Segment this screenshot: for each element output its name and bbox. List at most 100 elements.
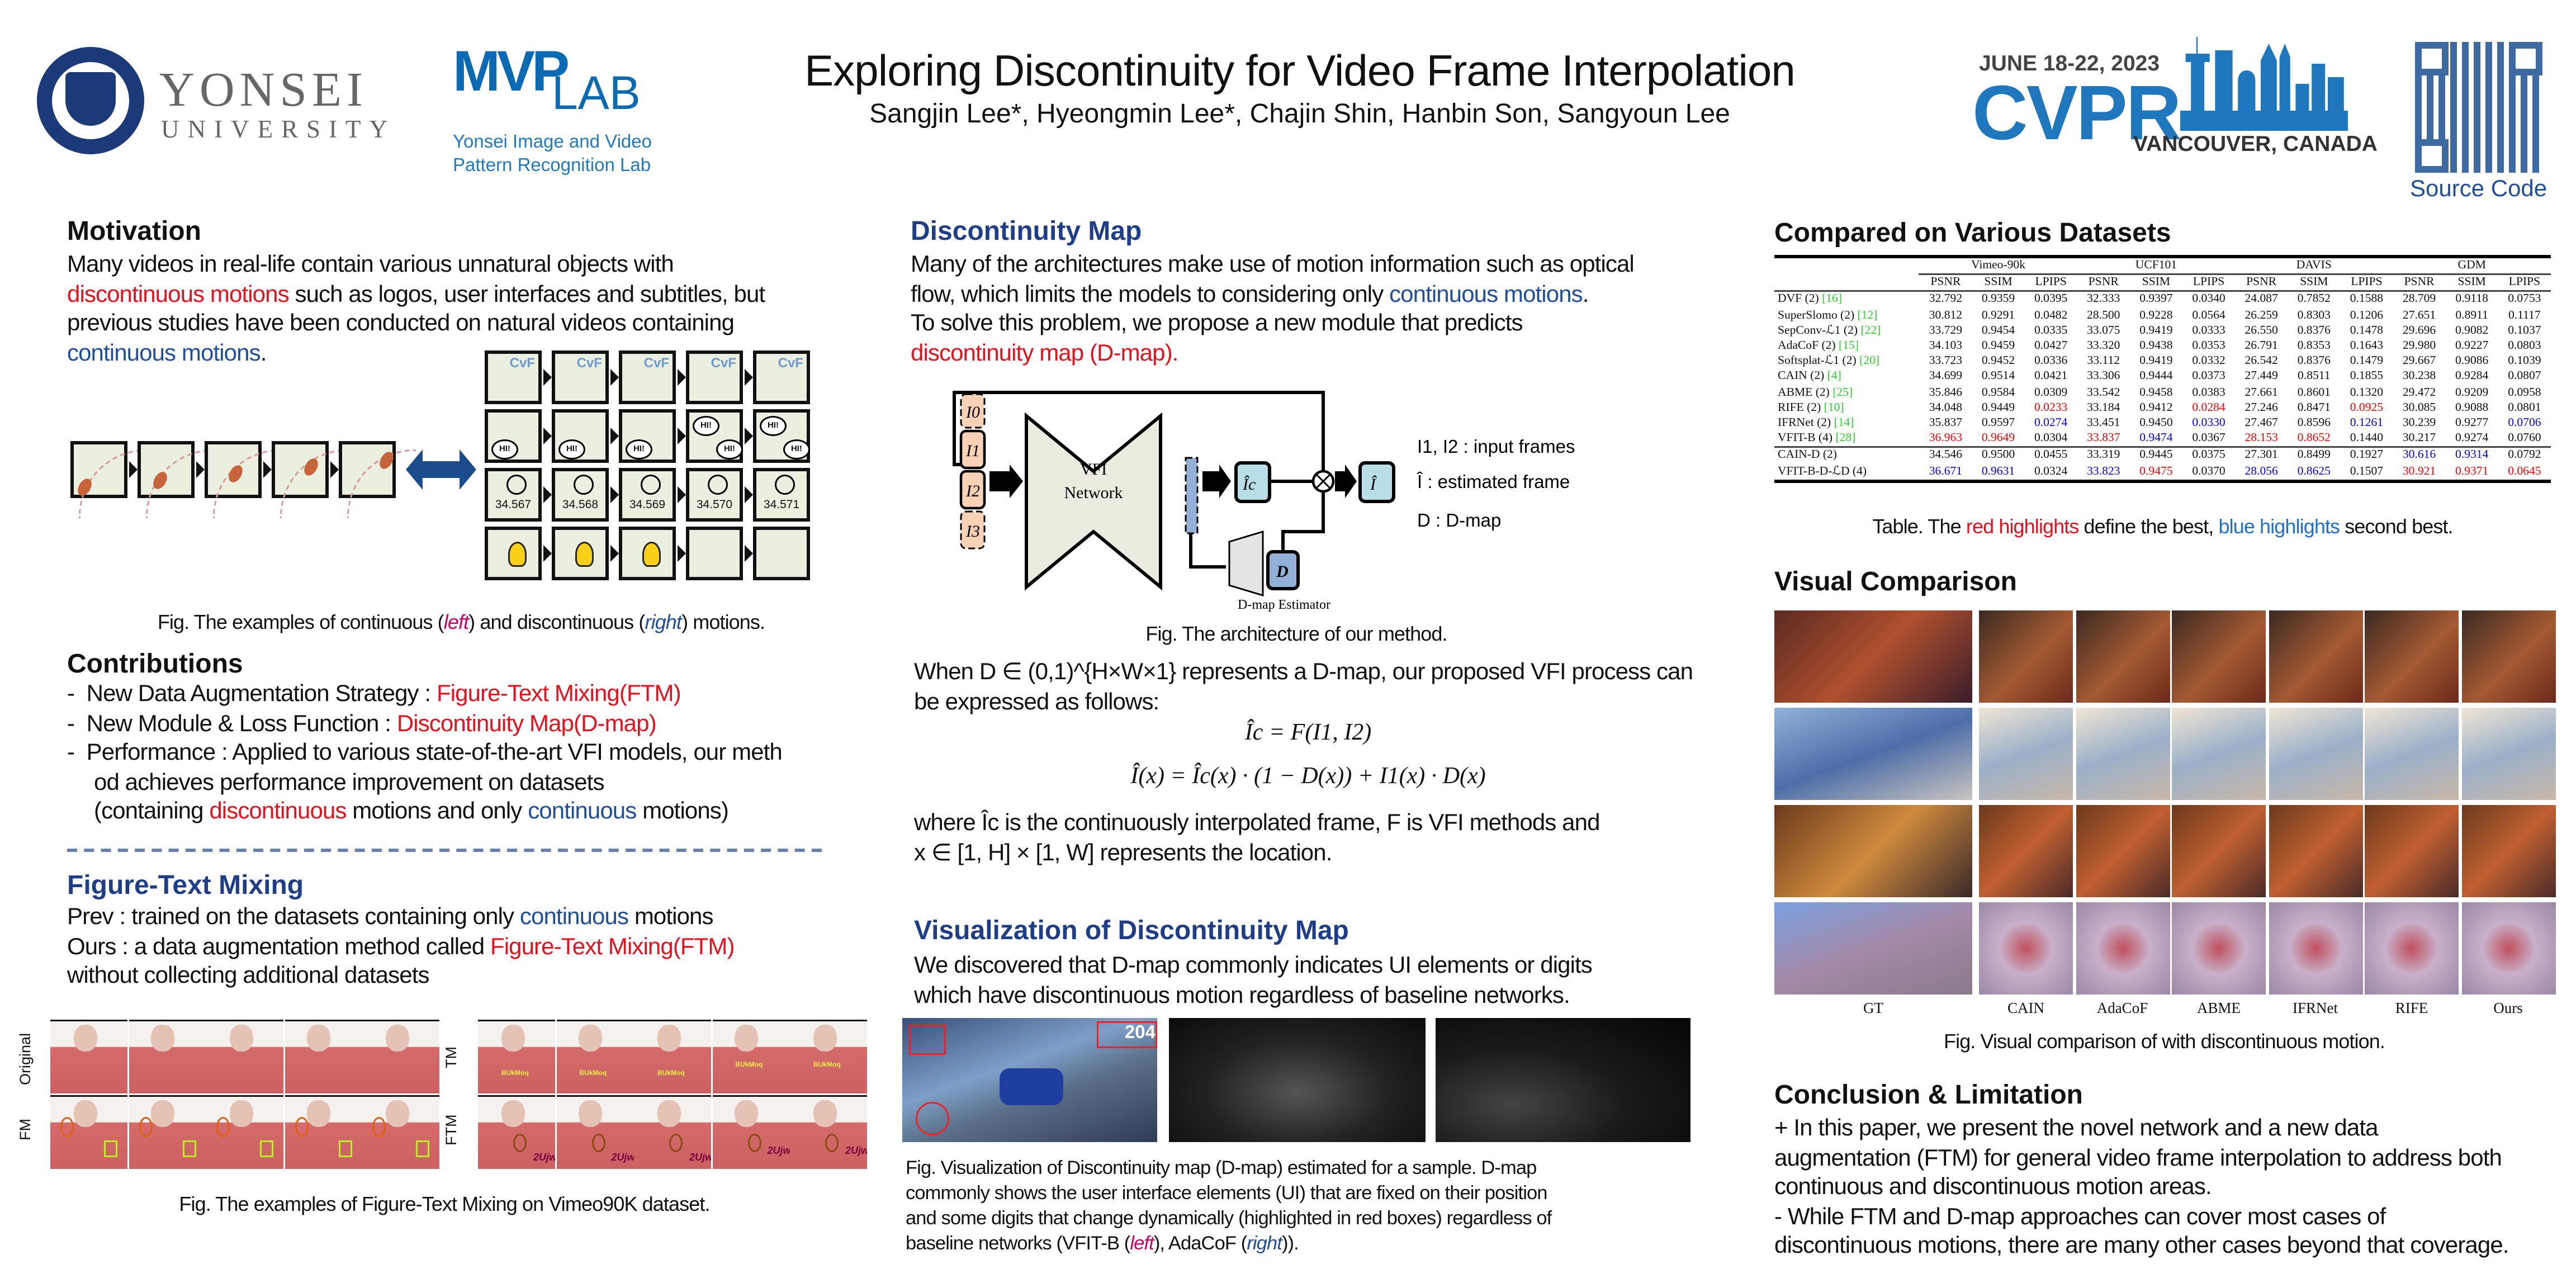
arrow-icon (543, 486, 552, 503)
legend-estimated-frame: Î : estimated frame (1417, 471, 1570, 492)
table-cell: 24.087 (2244, 292, 2278, 306)
table-cell: 0.0706 (2508, 416, 2541, 430)
table-cell: 0.8303 (2297, 307, 2331, 321)
table-cell: 0.0807 (2508, 370, 2541, 383)
video-frame-ftm: 2Ujwl (634, 1095, 711, 1169)
dmap-estimator-block (1228, 530, 1264, 597)
ftm-text: Prev : trained on the datasets containin… (67, 902, 872, 991)
speed-readout: 204 (1097, 1021, 1157, 1048)
output-box (1358, 461, 1395, 503)
text: New Data Augmentation Strategy : (86, 679, 437, 706)
discontinuous-frame: CvF (619, 351, 676, 404)
method-crop-image (2268, 610, 2362, 703)
table-cell: 28.056 (2244, 463, 2278, 477)
row-label-fm: FM (17, 1119, 34, 1142)
method-label: Softsplat-ℒ1 (2) (1778, 354, 1860, 368)
table-cell: 0.9082 (2455, 323, 2489, 337)
method-label: ABME (2) (1778, 385, 1833, 399)
method-name: VFIT-B-D-ℒD (4) (1774, 464, 1919, 481)
highlight-red: Discontinuity Map(D-map) (396, 708, 657, 736)
text: red highlights (1966, 515, 2079, 538)
ftm-line: Ours : a data augmentation method called… (67, 932, 872, 962)
table-cell: 0.0336 (2034, 354, 2068, 368)
table-cell: 0.8625 (2297, 463, 2331, 477)
mvp-lab-description: Yonsei Image and Video Pattern Recogniti… (453, 131, 652, 178)
table-cell: 0.8376 (2297, 354, 2331, 368)
text: )). (1281, 1234, 1299, 1254)
row-label-original: Original (17, 1032, 34, 1085)
text: be expressed as follows: (914, 686, 1159, 714)
discontinuous-frame: 34.569 (619, 468, 676, 522)
method-name: ABME (2) [25] (1774, 385, 1919, 401)
video-frame-fm (284, 1095, 362, 1169)
mvp-desc-line1: Yonsei Image and Video (453, 132, 652, 153)
text: We discovered that D-map commonly indica… (914, 951, 1593, 978)
text: where Îc is the continuously interpolate… (914, 808, 1600, 835)
source-code-link[interactable]: Source Code (2410, 174, 2547, 201)
method-name: AdaCoF (2) [15] (1774, 339, 1919, 354)
table-cell: 0.0760 (2508, 431, 2541, 445)
text: define the best, (2078, 515, 2219, 538)
table-cell: 36.671 (1929, 463, 1963, 477)
text: blue highlights (2218, 515, 2340, 538)
text: . (1582, 279, 1589, 306)
column-label: AdaCoF (2096, 1000, 2148, 1016)
citation-ref: [12] (1857, 307, 1878, 321)
table-cell: 0.0395 (2034, 292, 2068, 306)
table-cell: 0.1206 (2350, 307, 2384, 321)
circle-figure (216, 1117, 230, 1137)
table-cell: 0.8911 (2455, 307, 2488, 321)
arrow-icon (678, 486, 686, 503)
frame-i0-label: I0 (965, 403, 980, 422)
method-crop-image (2461, 902, 2555, 995)
qr-code-icon[interactable] (2415, 42, 2542, 173)
dmap-vfitb-image (1169, 1018, 1426, 1142)
metric-header: SSIM (2300, 275, 2328, 289)
network-label: VFI (1080, 460, 1107, 479)
output-label: Î (1370, 475, 1377, 494)
speech-bubble-icon: HI! (491, 439, 518, 460)
cvf-logo: CvF (576, 356, 602, 371)
table-cell: 0.9649 (1981, 431, 2015, 445)
arrow-icon (678, 428, 686, 444)
arrow-icon (989, 465, 1023, 498)
highlight-blue: continuous motions (67, 338, 261, 365)
row-label-ftm: FTM (443, 1115, 460, 1146)
video-frame-ftm: 2Ujwl (556, 1095, 633, 1169)
table-cell: 0.0335 (2034, 323, 2068, 337)
arrow-icon (543, 545, 552, 562)
highlight-circle (916, 1102, 949, 1135)
table-cell: 0.9086 (2455, 354, 2489, 368)
overlay-text: 2Ujwl (767, 1147, 789, 1157)
video-frame-ftm: 2Ujwl (478, 1095, 555, 1169)
table-cell: 29.667 (2402, 354, 2436, 368)
metric-header: LPIPS (2193, 275, 2225, 289)
circle-figure (372, 1117, 386, 1137)
text: ) motions. (681, 610, 765, 634)
equation-1: Îc = F(I1, I2) (1244, 721, 1372, 746)
cvf-logo: CvF (711, 356, 736, 371)
video-frame-fm (50, 1095, 127, 1169)
authors: Sangjin Lee*, Hyeongmin Lee*, Chajin Shi… (869, 101, 1730, 129)
table-cell: 0.9597 (1981, 416, 2015, 430)
method-crop-image (2365, 805, 2459, 897)
empty-header (1774, 257, 1919, 274)
table-cell: 0.0340 (2192, 292, 2225, 306)
mvp-logo-lab: LAB (552, 67, 641, 119)
table-cell: 0.9475 (2139, 463, 2173, 477)
table-cell: 34.048 (1929, 400, 1963, 414)
table-cell: 0.0274 (2034, 416, 2068, 430)
overlay-text: 2Ujwl (689, 1154, 711, 1164)
clock-value: 34.567 (495, 500, 532, 512)
table-cell: 0.1039 (2508, 354, 2541, 368)
table-cell: 33.075 (2087, 323, 2120, 337)
table-cell: 0.1588 (2350, 292, 2384, 306)
video-frame-tm: BUkMoq (634, 1020, 711, 1093)
cvpr-logo: CVPR (1972, 69, 2181, 156)
table-cell: 0.9371 (2455, 463, 2489, 477)
discontinuous-frame (552, 527, 609, 580)
video-frame-original (50, 1020, 127, 1093)
